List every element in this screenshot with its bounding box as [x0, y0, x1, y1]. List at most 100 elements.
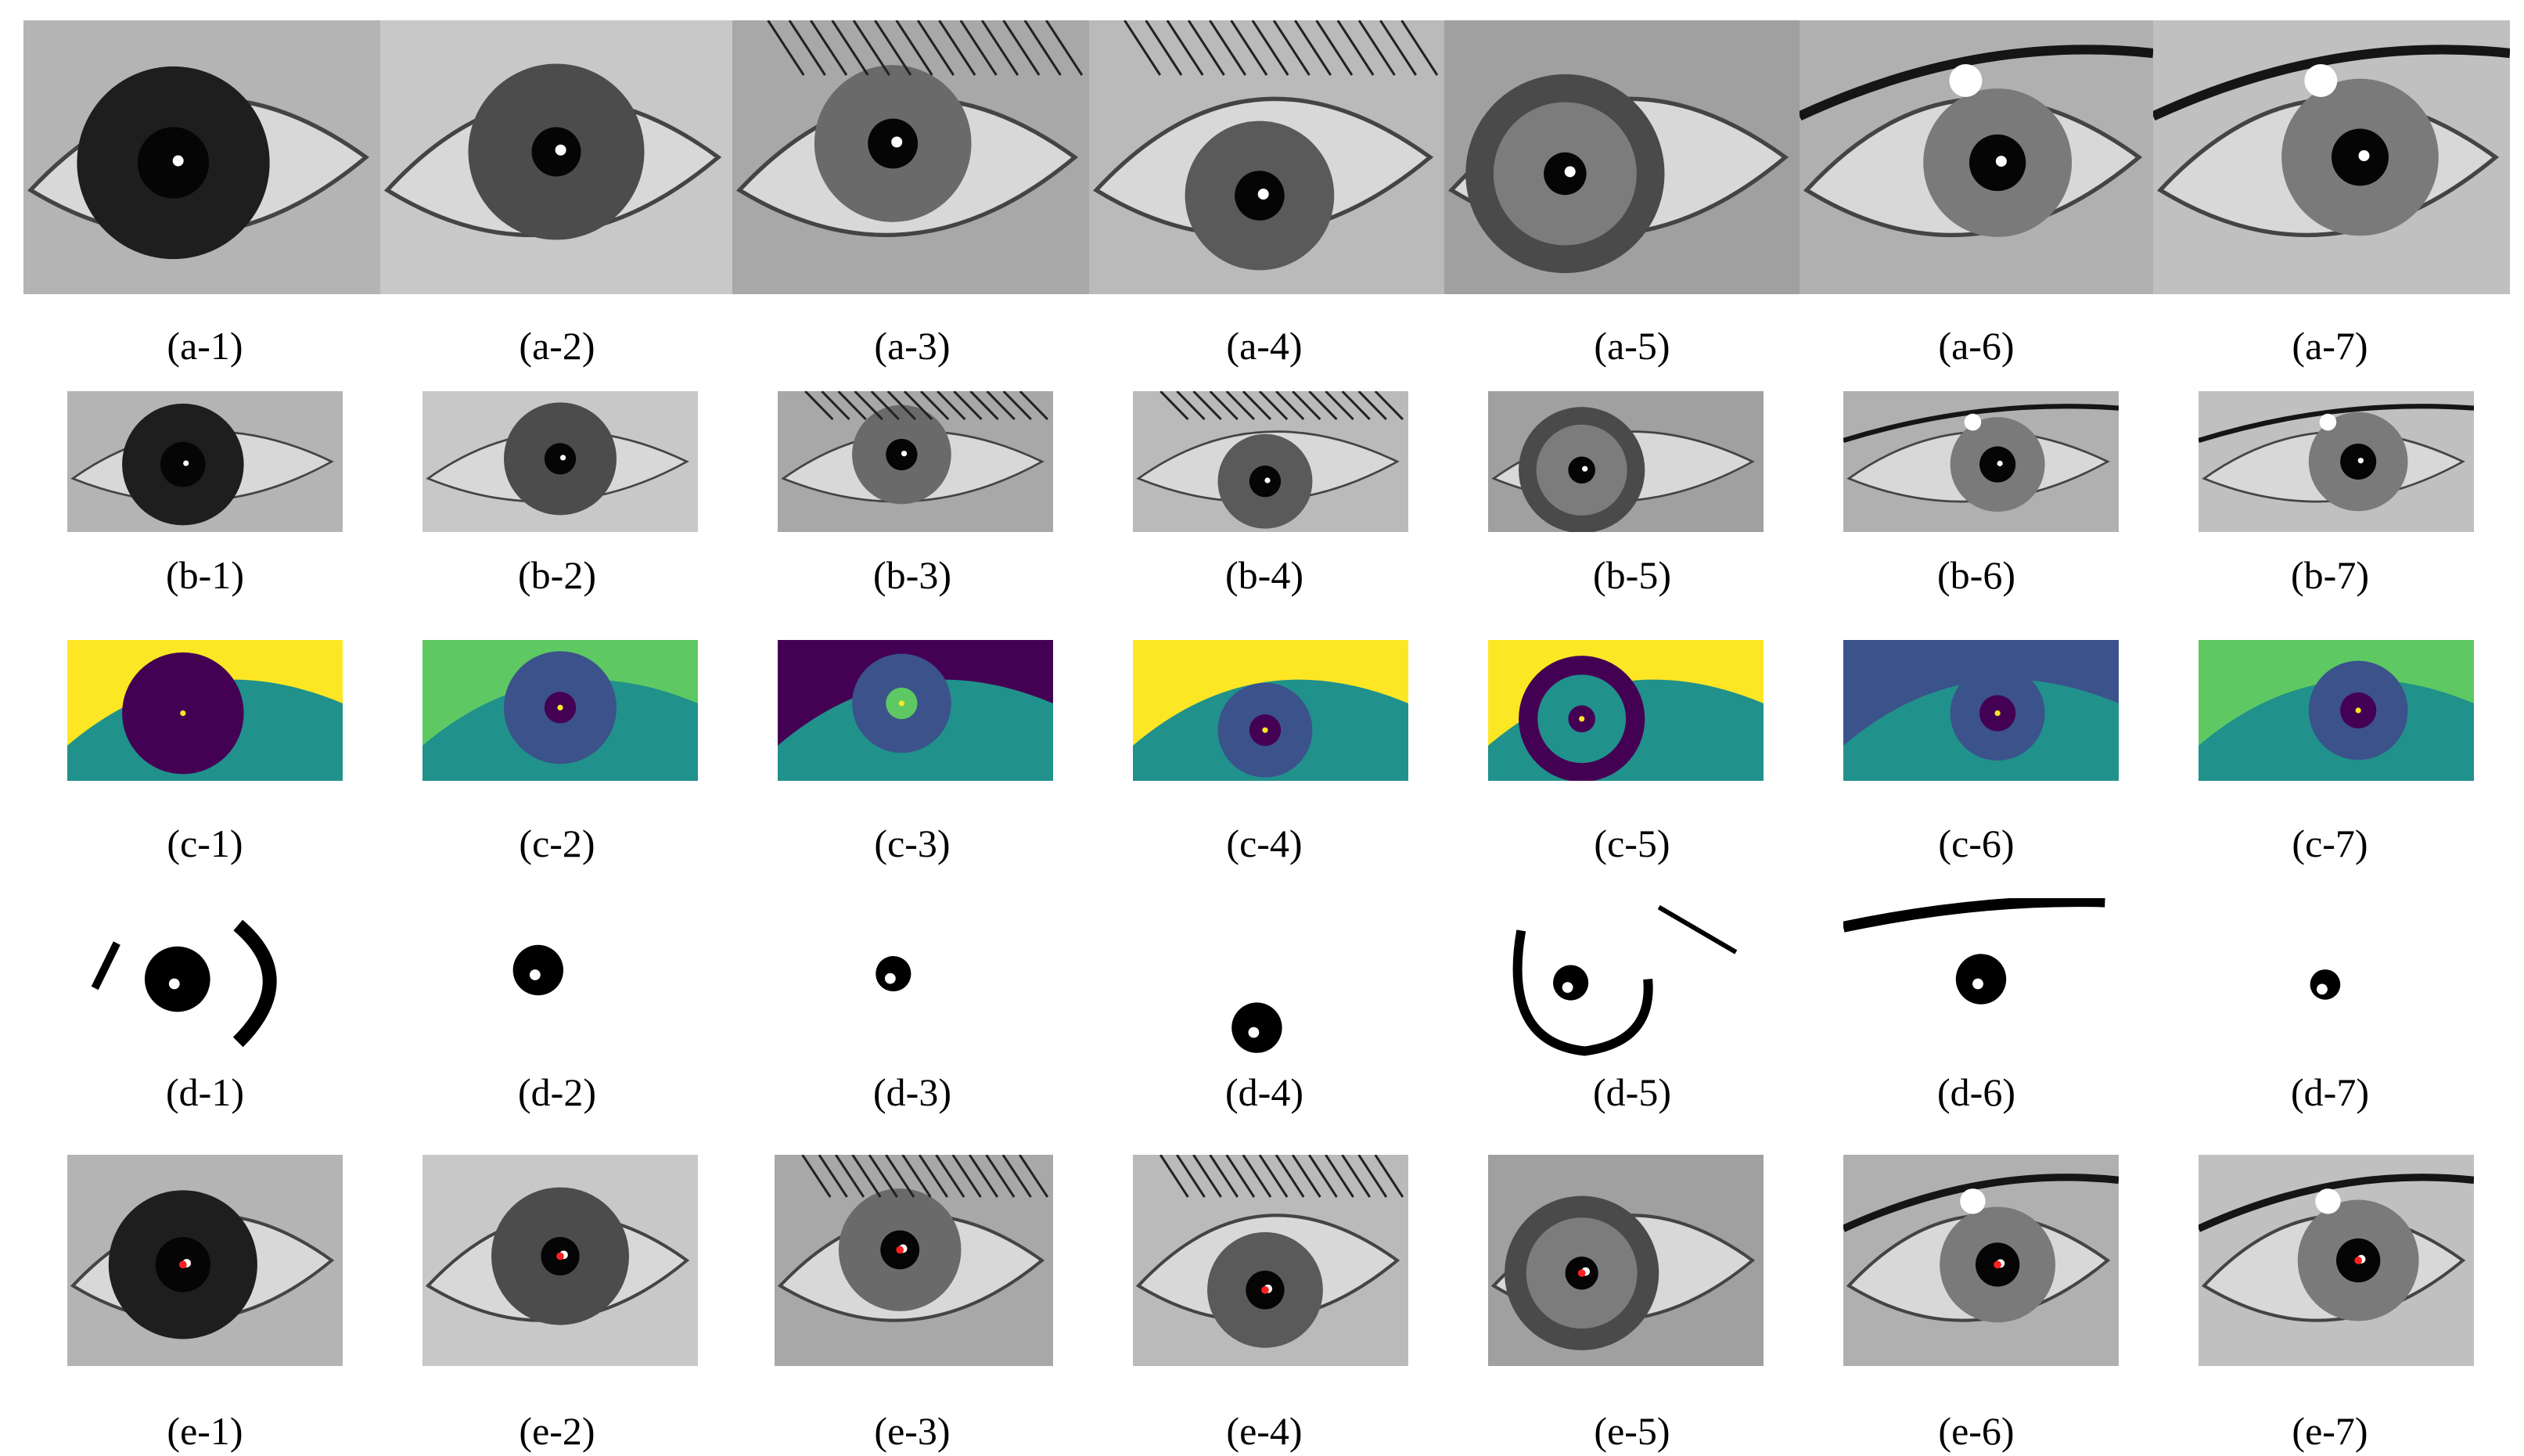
corneal-glint	[1995, 156, 2007, 167]
panel-caption-d-6: (d-6)	[1937, 1070, 2015, 1114]
hair-strand	[1209, 391, 1239, 421]
glasses-reflection	[2304, 64, 2338, 97]
pupil-center-marker	[1577, 1269, 1586, 1278]
panel-caption-c-4: (c-4)	[1226, 821, 1303, 865]
hair-strand	[1225, 1155, 1256, 1198]
panel-caption-a-6: (a-6)	[1938, 324, 2015, 368]
hair-strand	[968, 1155, 999, 1198]
hair-strand	[1002, 20, 1041, 76]
corneal-glint	[560, 455, 566, 461]
hair-strand	[1160, 391, 1189, 421]
hair-strand	[1308, 391, 1338, 421]
glasses-reflection	[2319, 413, 2337, 431]
hair-strand	[1251, 20, 1289, 76]
panel-caption-d-5: (d-5)	[1593, 1070, 1671, 1114]
glasses-frame	[1843, 1174, 2119, 1232]
hair-strand	[1325, 391, 1354, 421]
mask-background	[778, 898, 1053, 1078]
hair-strand	[870, 391, 900, 421]
cluster-glint	[557, 704, 563, 710]
hair-strand	[801, 1155, 832, 1198]
hair-strand	[767, 20, 805, 76]
hair-strand	[852, 20, 890, 76]
panel-image-a-6	[1800, 20, 2153, 294]
cluster-glint	[1579, 716, 1585, 722]
mask-glasses-frame	[1843, 898, 2105, 933]
hair-strand	[1166, 20, 1204, 76]
hair-strand	[1325, 1155, 1354, 1198]
hair-strand	[788, 20, 826, 76]
hair-strand	[1357, 1155, 1388, 1198]
mask-noise	[232, 919, 277, 1048]
panel-caption-a-4: (a-4)	[1226, 324, 1303, 368]
panel-image-a-4	[1089, 20, 1444, 294]
glasses-reflection	[1964, 413, 1982, 431]
glint-hole	[2317, 983, 2328, 995]
hair-strand	[918, 1155, 948, 1198]
panel-image-e-1	[67, 1155, 343, 1366]
pupil	[160, 441, 206, 487]
pupil-center-marker	[2354, 1256, 2363, 1264]
corneal-glint	[1257, 189, 1269, 200]
pupil-blob	[512, 944, 564, 996]
panel-caption-c-2: (c-2)	[519, 821, 595, 865]
hair-strand	[1357, 20, 1396, 76]
panel-image-a-3	[732, 20, 1089, 294]
panel-caption-d-2: (d-2)	[518, 1070, 596, 1114]
panel-caption-e-7: (e-7)	[2292, 1409, 2368, 1453]
corneal-glint	[183, 460, 189, 466]
panel-caption-a-1: (a-1)	[167, 324, 243, 368]
hair-strand	[1258, 391, 1289, 421]
panel-caption-b-1: (b-1)	[166, 553, 244, 597]
panel-image-e-5	[1488, 1155, 1764, 1366]
panel-caption-b-7: (b-7)	[2291, 553, 2369, 597]
hair-strand	[1145, 20, 1183, 76]
cluster-glint	[1994, 710, 2001, 717]
hair-strand	[1209, 1155, 1239, 1198]
hair-strand	[1292, 391, 1321, 421]
panel-image-c-1	[67, 640, 343, 781]
hair-strand	[1275, 1155, 1305, 1198]
hair-strand	[851, 1155, 882, 1198]
cluster-glint	[2355, 707, 2361, 714]
panel-image-d-3	[778, 898, 1053, 1078]
panel-image-b-1	[67, 391, 343, 532]
pupil-blob	[1553, 965, 1589, 1001]
hair-strand	[835, 1155, 865, 1198]
glasses-reflection	[2315, 1188, 2341, 1214]
hair-strand	[980, 20, 1019, 76]
corneal-glint	[2357, 458, 2364, 464]
panel-caption-a-2: (a-2)	[519, 324, 595, 368]
hair-strand	[810, 20, 848, 76]
glint-hole	[884, 972, 896, 984]
hair-strand	[1209, 20, 1247, 76]
hair-strand	[969, 391, 999, 421]
panel-caption-c-3: (c-3)	[874, 821, 951, 865]
panel-image-b-4	[1133, 391, 1408, 532]
panel-image-e-3	[775, 1155, 1053, 1366]
glasses-reflection	[1949, 64, 1983, 97]
panel-caption-c-7: (c-7)	[2292, 821, 2368, 865]
panel-caption-a-3: (a-3)	[874, 324, 951, 368]
hair-strand	[916, 20, 955, 76]
cluster-glint	[180, 710, 186, 717]
hair-strand	[1357, 391, 1387, 421]
panel-image-e-6	[1843, 1155, 2119, 1366]
hair-strand	[937, 391, 966, 421]
panel-caption-d-4: (d-4)	[1225, 1070, 1303, 1114]
panel-image-d-1	[67, 898, 343, 1078]
pupil-blob	[1955, 954, 2007, 1005]
pupil-center-marker	[1994, 1260, 2001, 1269]
hair-strand	[1242, 391, 1272, 421]
hair-strand	[1315, 20, 1354, 76]
panel-caption-c-6: (c-6)	[1938, 821, 2015, 865]
panel-caption-e-6: (e-6)	[1938, 1409, 2015, 1453]
corneal-glint	[1997, 460, 2003, 466]
hair-strand	[868, 1155, 898, 1198]
glasses-frame	[2199, 404, 2474, 444]
glasses-frame	[2153, 45, 2510, 121]
glint-hole	[168, 978, 180, 990]
hair-strand	[985, 1155, 1016, 1198]
hair-strand	[1045, 20, 1084, 76]
